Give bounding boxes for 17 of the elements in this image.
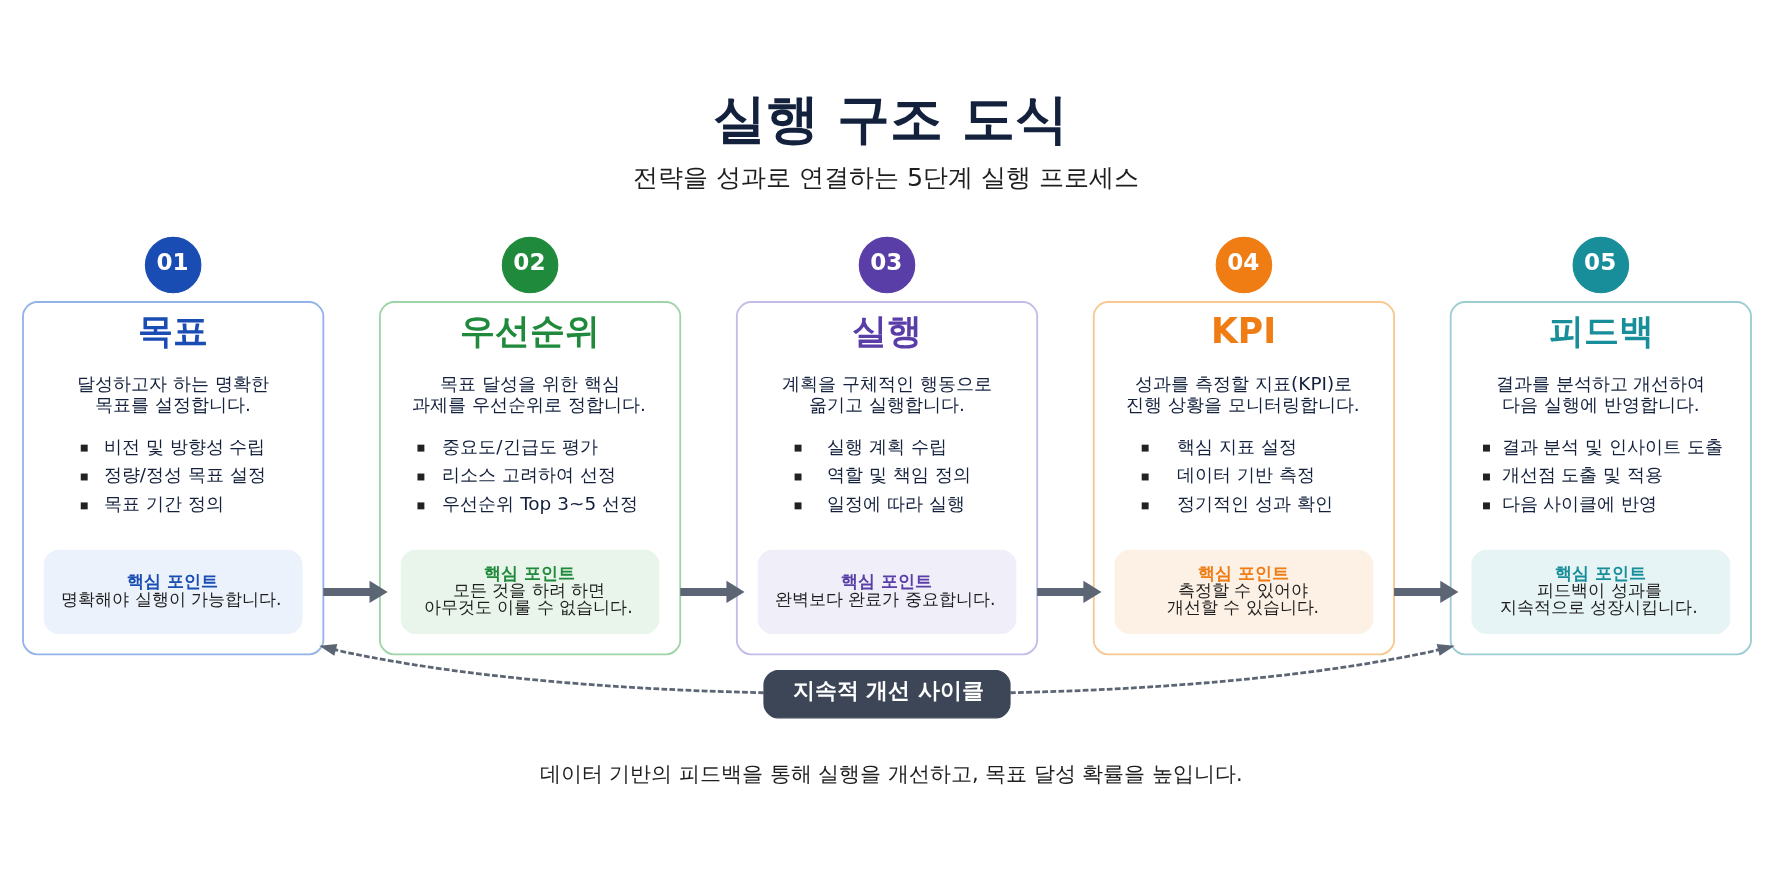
node-circle: 03 <box>858 236 916 294</box>
diagram-title: 실행 구조 도식 <box>712 87 1068 150</box>
node-box: 핵심 포인트 측정할 수 있어야 개선할 수 있습니다. <box>1114 549 1374 635</box>
node-circle: 01 <box>144 236 202 294</box>
arrow <box>1037 580 1102 604</box>
arrow <box>319 644 764 695</box>
node-circle: 02 <box>501 236 559 294</box>
node-box: 핵심 포인트 피드백이 성과를 지속적으로 성장시킵니다. <box>1471 549 1731 635</box>
node-circle: 05 <box>1572 236 1630 294</box>
arrow <box>1394 580 1459 604</box>
arrow <box>1010 644 1455 695</box>
label: 전략을 성과로 연결하는 5단계 실행 프로세스 <box>632 162 1140 193</box>
node-box: 지속적 개선 사이클 <box>763 669 1011 719</box>
node-circle: 04 <box>1215 236 1273 294</box>
arrow <box>323 580 388 604</box>
arrow <box>680 580 745 604</box>
caption: 데이터 기반의 피드백을 통해 실행을 개선하고, 목표 달성 확률을 높입니다. <box>539 761 1243 786</box>
